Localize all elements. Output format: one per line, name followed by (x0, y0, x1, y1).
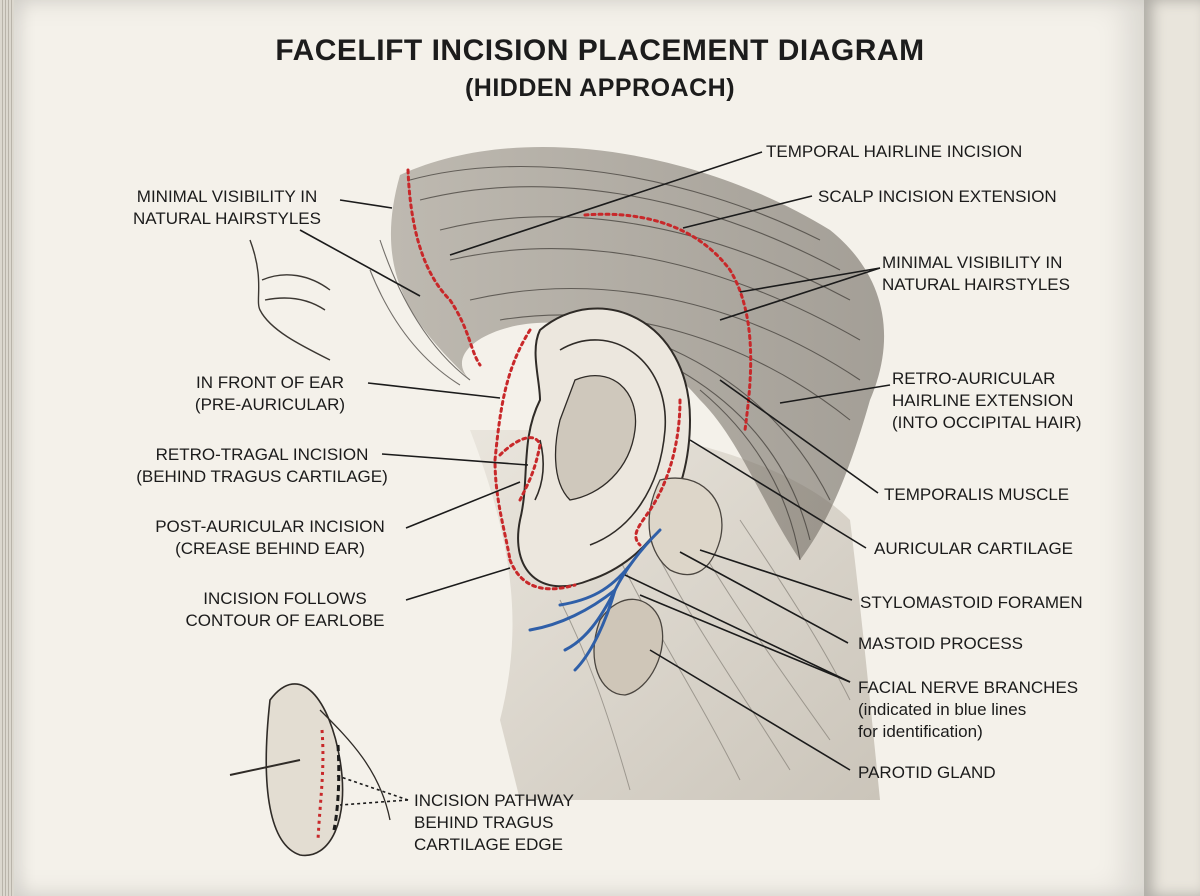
page-subtitle: (HIDDEN APPROACH) (464, 74, 736, 102)
label-retro-auricular-extension: RETRO-AURICULAR HAIRLINE EXTENSION (INTO… (892, 368, 1082, 434)
label-minimal-visibility-right: MINIMAL VISIBILITY IN NATURAL HAIRSTYLES (882, 252, 1070, 296)
facing-page (1144, 0, 1200, 896)
tragus-inset (229, 683, 391, 857)
label-line: POST-AURICULAR INCISION (155, 517, 385, 536)
label-temporal-hairline-incision: TEMPORAL HAIRLINE INCISION (766, 142, 1023, 161)
face-profile (249, 239, 331, 361)
page-stack-edge (0, 0, 14, 896)
label-line: RETRO-AURICULAR (892, 369, 1056, 388)
label-line: (indicated in blue lines (858, 700, 1027, 719)
label-line: MINIMAL VISIBILITY IN (136, 187, 318, 206)
label-line: (PRE-AURICULAR) (194, 395, 346, 414)
label-line: CARTILAGE EDGE (414, 835, 563, 854)
label-line: BEHIND TRAGUS (414, 813, 554, 832)
label-line: INCISION FOLLOWS (203, 589, 367, 608)
label-minimal-visibility-left: MINIMAL VISIBILITY IN NATURAL HAIRSTYLES (112, 186, 342, 230)
label-line: FACIAL NERVE BRANCHES (858, 678, 1079, 697)
neck-muscle-strokes (559, 519, 851, 791)
label-line: RETRO-TRAGAL INCISION (155, 445, 369, 464)
label-temporalis-muscle: TEMPORALIS MUSCLE (884, 485, 1070, 504)
ear (517, 307, 692, 588)
label-retro-tragal-incision: RETRO-TRAGAL INCISION (BEHIND TRAGUS CAR… (112, 444, 412, 488)
label-line: (CREASE BEHIND EAR) (175, 539, 365, 558)
label-line: CONTOUR OF EARLOBE (185, 611, 385, 630)
label-stylomastoid-foramen: STYLOMASTOID FORAMEN (860, 593, 1083, 612)
label-post-auricular-incision: POST-AURICULAR INCISION (CREASE BEHIND E… (130, 516, 410, 560)
label-line: INCISION PATHWAY (414, 791, 574, 810)
page-title: FACELIFT INCISION PLACEMENT DIAGRAM (275, 34, 925, 67)
label-facial-nerve-branches: FACIAL NERVE BRANCHES (indicated in blue… (858, 677, 1078, 743)
label-scalp-incision-extension: SCALP INCISION EXTENSION (818, 187, 1057, 206)
facial-nerve-branches (528, 528, 662, 672)
label-pre-auricular: IN FRONT OF EAR (PRE-AURICULAR) (160, 372, 380, 416)
incision-lines (406, 168, 753, 591)
label-mastoid-process: MASTOID PROCESS (858, 634, 1023, 653)
label-earlobe-contour: INCISION FOLLOWS CONTOUR OF EARLOBE (160, 588, 410, 632)
label-parotid-gland: PAROTID GLAND (858, 763, 996, 782)
label-incision-pathway: INCISION PATHWAY BEHIND TRAGUS CARTILAGE… (414, 790, 574, 856)
label-line: NATURAL HAIRSTYLES (133, 209, 321, 228)
leader-lines (299, 151, 891, 806)
label-auricular-cartilage: AURICULAR CARTILAGE (874, 539, 1074, 558)
label-line: (INTO OCCIPITAL HAIR) (892, 413, 1082, 432)
label-line: IN FRONT OF EAR (196, 373, 344, 392)
label-line: MINIMAL VISIBILITY IN (882, 253, 1063, 272)
label-line: HAIRLINE EXTENSION (892, 391, 1074, 410)
label-line: NATURAL HAIRSTYLES (882, 275, 1070, 294)
label-line: for identification) (858, 722, 983, 741)
parotid-gland (593, 598, 664, 696)
label-line: (BEHIND TRAGUS CARTILAGE) (136, 467, 388, 486)
